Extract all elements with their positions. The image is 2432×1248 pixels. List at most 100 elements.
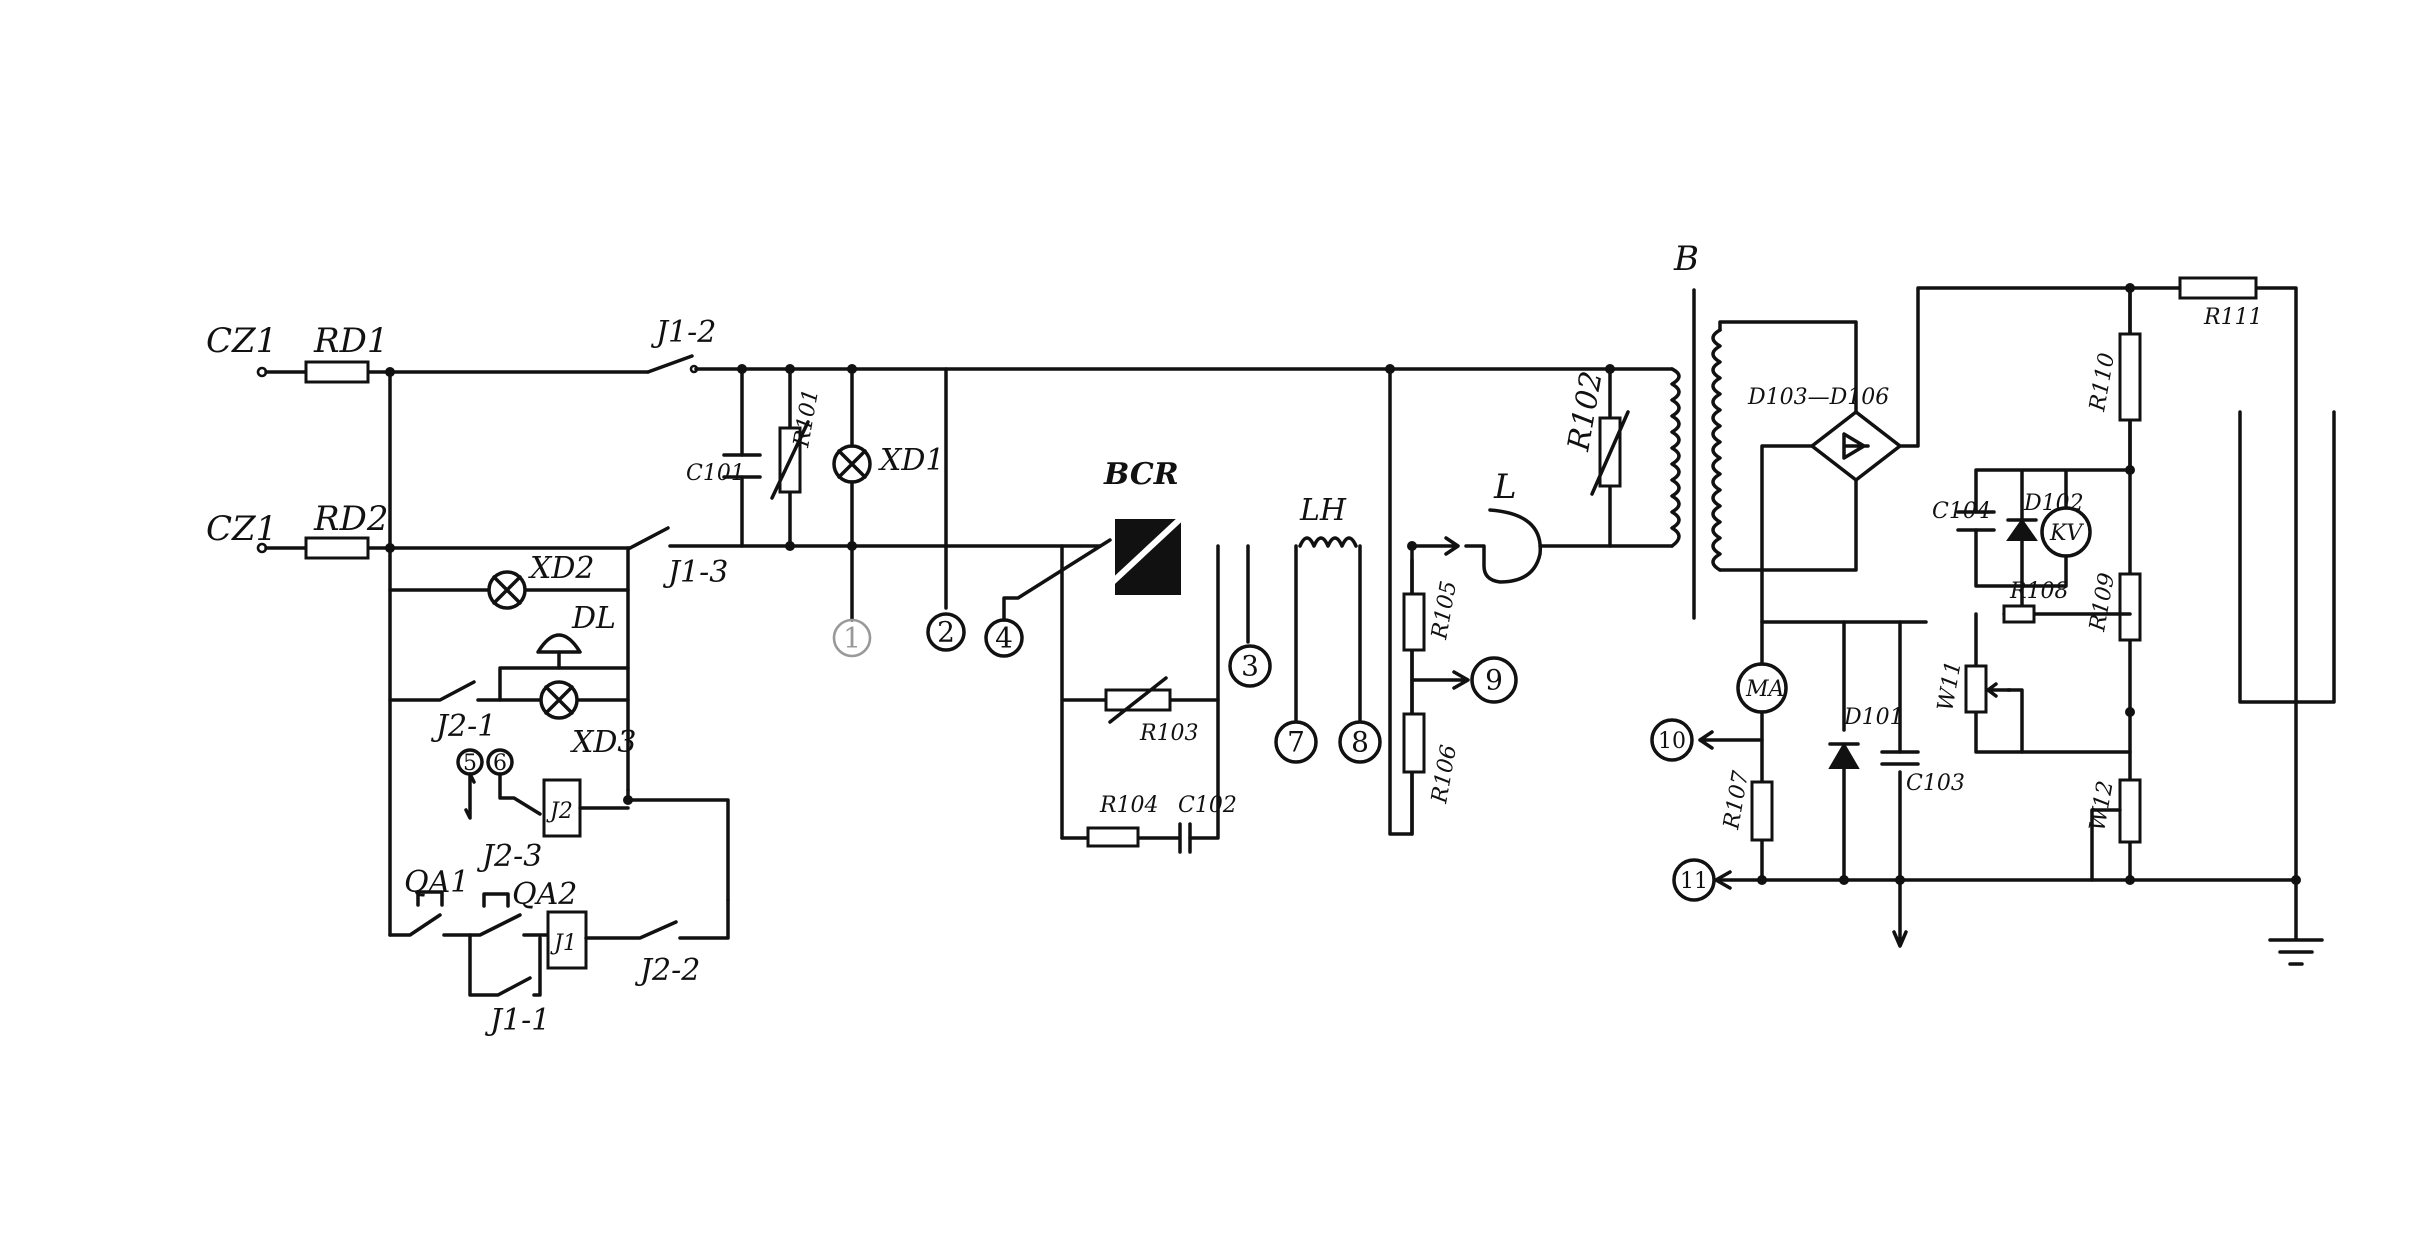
label-lh: LH — [1299, 493, 1347, 528]
terminal-9 — [1470, 656, 1518, 704]
label-r111: R111 — [2203, 305, 2263, 330]
button-qa2 — [482, 892, 510, 908]
bcr-gate-lead — [1002, 538, 1112, 622]
terminal-9-arrow — [1410, 670, 1470, 690]
lamp-xd1-cross — [837, 449, 867, 479]
switch-j1-1 — [468, 933, 542, 997]
bell-dl — [536, 633, 582, 654]
label-xd3: XD3 — [570, 725, 637, 760]
junction-dot — [785, 364, 795, 374]
label-cz1-top: CZ1 — [206, 321, 277, 361]
transformer-b — [1670, 288, 1858, 620]
terminal-9-number: 9 — [1485, 664, 1503, 697]
label-c101: C101 — [686, 461, 745, 486]
relay-coil-j1 — [546, 910, 588, 970]
load-l-arrow — [1410, 536, 1460, 556]
label-b: B — [1673, 239, 1699, 279]
output-tube-bracket — [2238, 410, 2336, 704]
w12-wiper — [2090, 808, 2122, 882]
r104-c102-branch — [1060, 698, 1220, 840]
junction-dot — [1605, 364, 1615, 374]
label-l: L — [1493, 467, 1517, 507]
terminal-numbers: 1 2 3 4 5 6 7 8 9 10 11 — [463, 616, 1708, 895]
lamp-xd2-cross — [492, 575, 522, 605]
junction-dot — [1385, 364, 1395, 374]
terminal-3-number: 3 — [1241, 650, 1259, 683]
lamp-xd3-cross — [544, 685, 574, 715]
potentiometer-w12 — [2118, 778, 2142, 844]
resistor-r111 — [2178, 276, 2258, 300]
rectifier-section — [1650, 276, 2336, 966]
resistor-r109 — [2118, 572, 2142, 642]
resistor-r107 — [1750, 780, 1774, 842]
label-ma: MA — [1745, 677, 1784, 702]
label-r107: R107 — [1719, 769, 1754, 832]
label-d101: D101 — [1843, 705, 1904, 730]
diode-d101 — [1828, 742, 1860, 769]
label-j1-1: J1-1 — [484, 1003, 550, 1038]
label-cz1-bottom: CZ1 — [206, 509, 277, 549]
label-r110: R110 — [2085, 351, 2120, 414]
label-c102: C102 — [1178, 793, 1237, 818]
capacitor-c103 — [1880, 750, 1920, 766]
w11-wiper — [1986, 682, 2012, 698]
kv-meter — [2040, 506, 2092, 558]
label-j1-2: J1-2 — [650, 315, 716, 350]
terminal-11 — [1672, 858, 1716, 902]
terminal-6-number: 6 — [493, 751, 507, 776]
diode-d102 — [2006, 518, 2038, 541]
switch-j2-3 — [498, 772, 542, 816]
junction-dot — [737, 364, 747, 374]
label-c103: C103 — [1906, 771, 1965, 796]
label-j2-1: J2-1 — [430, 709, 496, 744]
terminal-3 — [1228, 644, 1272, 688]
resistor-r103-slash — [1108, 676, 1168, 724]
terminal-2 — [926, 612, 966, 652]
terminal-7 — [1274, 720, 1318, 764]
terminal-11-arrow — [1714, 870, 1732, 890]
potentiometer-w11 — [1964, 664, 1988, 714]
terminal-10-number: 10 — [1658, 729, 1686, 754]
terminal-2-number: 2 — [937, 616, 955, 649]
junction-dot — [1895, 875, 1905, 885]
label-r101: R101 — [789, 387, 824, 450]
resistor-r108 — [2002, 604, 2036, 624]
terminal-10 — [1650, 718, 1694, 762]
junction-dot — [785, 541, 795, 551]
terminal-7-number: 7 — [1287, 726, 1305, 759]
junction-dot — [847, 364, 857, 374]
label-rd1: RD1 — [313, 321, 389, 361]
terminal-8-number: 8 — [1351, 726, 1369, 759]
junction-dot — [2125, 875, 2135, 885]
label-w12: W12 — [2085, 779, 2118, 833]
bridge-rectifier — [1810, 410, 1902, 482]
transformer-secondary — [1711, 328, 1722, 572]
fuse-rd2 — [304, 536, 370, 560]
label-r109: R109 — [2085, 571, 2120, 634]
junction-dot — [1839, 875, 1849, 885]
terminal-11-number: 11 — [1680, 869, 1708, 894]
relay-coil-j2 — [542, 778, 582, 838]
lamp-xd2 — [487, 570, 527, 610]
varistor-r101-slash — [770, 420, 810, 500]
label-kv: KV — [2049, 521, 2084, 546]
switch-j2-1 — [388, 680, 476, 702]
ma-meter — [1736, 662, 1788, 714]
label-j2-coil: J2 — [546, 799, 573, 824]
label-r106: R106 — [1427, 743, 1462, 806]
junction-dot — [1757, 875, 1767, 885]
label-j2-3: J2-3 — [476, 839, 542, 874]
resistor-r106 — [1402, 712, 1426, 774]
label-qa2: QA2 — [512, 877, 577, 912]
bcr-thyristor — [1115, 519, 1181, 595]
j2-1-wire — [476, 666, 630, 702]
ground-icon — [2268, 878, 2324, 966]
terminal-4-number: 4 — [995, 622, 1013, 655]
label-r105: R105 — [1427, 579, 1462, 642]
capacitor-c103-leads — [1892, 620, 1908, 948]
label-qa1: QA1 — [404, 865, 469, 900]
terminal-1-number: 1 — [843, 622, 861, 655]
label-xd2: XD2 — [528, 551, 595, 586]
label-r104: R104 — [1099, 793, 1159, 818]
j2-coil-wire — [578, 788, 730, 902]
